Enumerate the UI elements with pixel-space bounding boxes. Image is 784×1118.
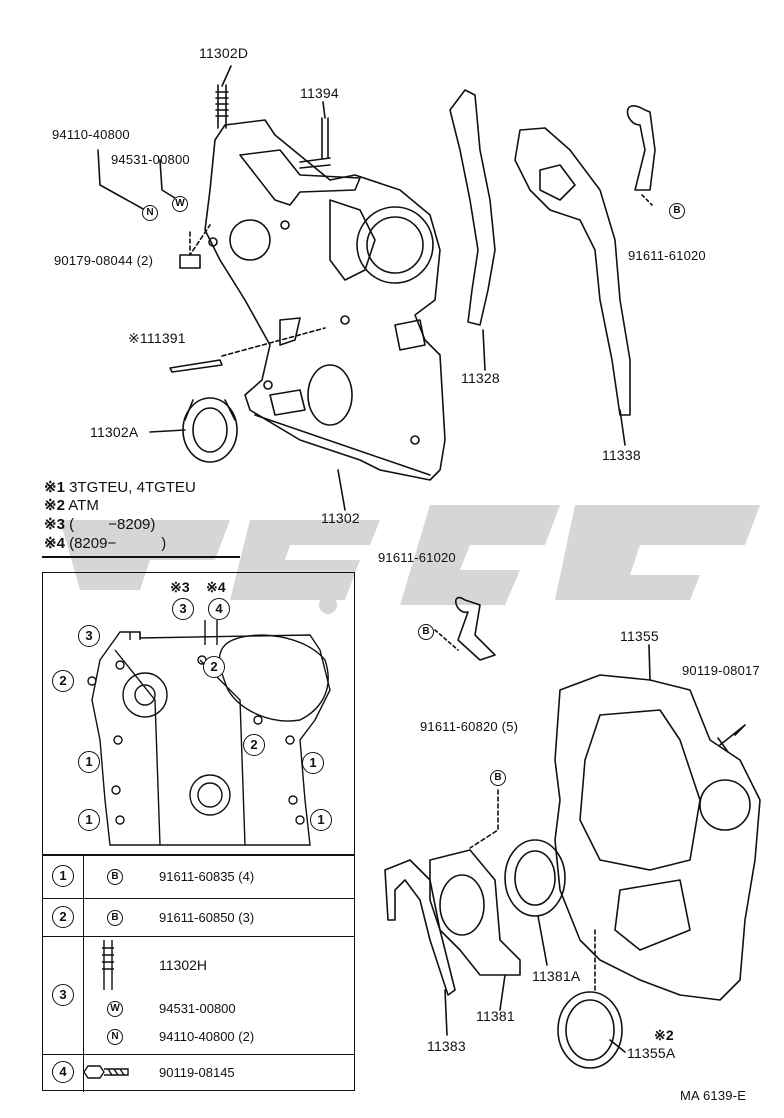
label-94110-40800: 94110-40800 xyxy=(52,127,130,142)
table-row-1-num-cell xyxy=(43,856,84,898)
legend-mark-2: ※2 xyxy=(44,497,65,514)
seal-11381A xyxy=(504,839,566,917)
label-91611-60820: 91611-60820 (5) xyxy=(420,719,519,734)
end-plate-11355 xyxy=(554,674,761,1001)
label-91611-61020-mid: 91611-61020 xyxy=(378,550,456,565)
label-note-mark-2: ※2 xyxy=(654,1027,674,1043)
table-row-3: 3 11302H W 94531-00800 N 94110-40800 (2) xyxy=(43,936,354,1054)
timing-cover-11302 xyxy=(204,84,446,481)
bolt-symbol-b-mid: B xyxy=(418,624,434,640)
table-row-4-num: 4 xyxy=(52,1061,74,1083)
nut-symbol-n: N xyxy=(142,205,158,221)
inset-callout-4-top: 4 xyxy=(208,598,230,620)
label-11381: 11381 xyxy=(476,1008,515,1024)
legend-row-4: ※4 (8209− ) xyxy=(44,535,166,552)
table-row-1-part: 91611-60835 (4) xyxy=(159,869,255,884)
table-row-3-part-c: 94110-40800 (2) xyxy=(159,1029,255,1044)
washer-nut xyxy=(97,149,179,211)
inset-mark-4: ※4 xyxy=(206,579,226,595)
inset-callout-1-d: 1 xyxy=(310,809,332,831)
inset-callout-1-c: 1 xyxy=(78,809,100,831)
table-row-1: 1 B 91611-60835 (4) xyxy=(43,856,354,898)
bolt-symbol-b-top: B xyxy=(669,203,685,219)
table-row-2-num: 2 xyxy=(52,906,74,928)
table-row-3-symbol-n: N xyxy=(107,1029,123,1045)
table-row-3-num: 3 xyxy=(52,984,74,1006)
label-94531-00800: 94531-00800 xyxy=(111,152,190,167)
ring-11355A xyxy=(557,991,623,1069)
table-row-2-num-cell xyxy=(43,899,84,936)
label-11338: 11338 xyxy=(602,447,641,463)
table-row-2: 2 B 91611-60850 (3) xyxy=(43,898,354,936)
inset-callout-3-top: 3 xyxy=(172,598,194,620)
table-row-3-part-b: 94531-00800 xyxy=(159,1001,236,1016)
label-11302: 11302 xyxy=(321,510,360,526)
inset-callout-2-left: 2 xyxy=(52,670,74,692)
label-11391-text: 11391 xyxy=(147,330,186,346)
gasket-11328 xyxy=(449,89,496,326)
label-11383: 11383 xyxy=(427,1038,466,1054)
legend-text-1: 3TGTEU, 4TGTEU xyxy=(69,479,196,496)
nut-90179 xyxy=(179,254,201,269)
label-11355: 11355 xyxy=(620,628,659,644)
inset-callout-1-a: 1 xyxy=(78,751,100,773)
inset-callout-1-b: 1 xyxy=(302,752,324,774)
table-icons xyxy=(83,940,129,1079)
table-row-1-symbol: B xyxy=(107,869,123,885)
table-row-1-num: 1 xyxy=(52,865,74,887)
inset-callout-2-right: 2 xyxy=(243,734,265,756)
table-row-2-symbol: B xyxy=(107,910,123,926)
legend-text-2: ATM xyxy=(68,497,99,514)
label-91611-61020-top: 91611-61020 xyxy=(628,248,706,263)
label-11302A: 11302A xyxy=(90,424,139,440)
legend-row-2: ※2 ATM xyxy=(44,497,99,514)
hook-top xyxy=(626,105,656,191)
legend-mark-4: ※4 xyxy=(44,535,65,552)
label-11355A: 11355A xyxy=(627,1045,676,1061)
oil-seal-11302A xyxy=(182,397,238,463)
label-90119-08017: 90119-08017 xyxy=(682,663,760,678)
table-row-3-symbol-w: W xyxy=(107,1001,123,1017)
gasket-11338 xyxy=(514,127,631,416)
inset-frame xyxy=(42,572,355,855)
drawing-code: MA 6139-E xyxy=(680,1088,747,1103)
legend-text-4: (8209− ) xyxy=(69,535,167,552)
inset-callout-3-left: 3 xyxy=(78,625,100,647)
inset-callout-2-mid: 2 xyxy=(203,656,225,678)
label-11391: ※111391 xyxy=(128,330,186,346)
legend-row-3: ※3 ( −8209) xyxy=(44,516,155,533)
fastener-table: 1 B 91611-60835 (4) 2 B 91611-60850 (3) … xyxy=(42,855,355,1092)
table-row-4: 4 90119-08145 xyxy=(43,1054,354,1092)
table-row-4-part: 90119-08145 xyxy=(159,1065,235,1080)
washer-symbol-w: W xyxy=(172,196,188,212)
bolt-symbol-b-lower: B xyxy=(490,770,506,786)
label-11328: 11328 xyxy=(461,370,500,386)
label-90179-08044: 90179-08044 (2) xyxy=(54,253,154,268)
inset-cover-outline xyxy=(87,620,331,846)
table-row-4-num-cell xyxy=(43,1055,84,1092)
table-row-3-part-a: 11302H xyxy=(159,957,208,973)
gasket-11383 xyxy=(384,859,456,996)
legend-text-3: ( −8209) xyxy=(69,516,156,533)
hook-mid xyxy=(455,596,496,661)
label-11302D: 11302D xyxy=(199,45,249,61)
note-mark-1: ※1 xyxy=(128,330,148,346)
label-11394: 11394 xyxy=(300,85,339,101)
legend-mark-1: ※1 xyxy=(44,479,65,496)
pin-11391 xyxy=(169,359,223,373)
table-row-2-part: 91611-60850 (3) xyxy=(159,910,255,925)
inset-mark-3: ※3 xyxy=(170,579,190,595)
retainer-11381 xyxy=(429,849,521,976)
table-row-3-num-cell xyxy=(43,937,84,1054)
legend-mark-3: ※3 xyxy=(44,516,65,533)
label-11381A: 11381A xyxy=(532,968,581,984)
legend-row-1: ※1 3TGTEU, 4TGTEU xyxy=(44,479,196,496)
